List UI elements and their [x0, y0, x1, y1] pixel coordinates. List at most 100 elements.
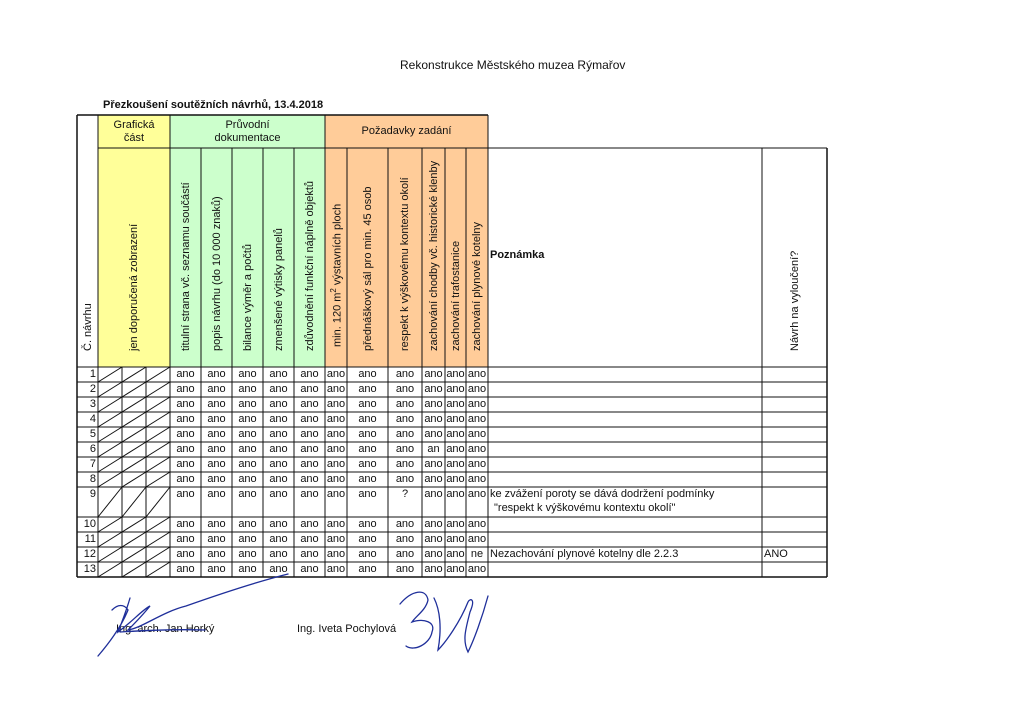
row-value: ano	[326, 548, 346, 560]
row-number: 3	[89, 398, 96, 410]
row-value: ano	[326, 518, 346, 530]
row-value: ano	[395, 518, 415, 530]
row-value: ano	[238, 383, 257, 395]
row-value: ano	[207, 473, 226, 485]
row-value: ano	[326, 473, 346, 485]
row-value: ano	[269, 548, 288, 560]
row-number: 10	[83, 518, 96, 530]
row-value: ano	[424, 398, 443, 410]
row-number: 5	[89, 428, 96, 440]
row-value: ano	[269, 383, 288, 395]
col-header-trafostanice: zachování trafostanice	[445, 148, 466, 367]
row-value: ano	[300, 443, 319, 455]
col-header-titulni: titulní strana vč. seznamu součástí	[170, 148, 201, 367]
row-value: ano	[207, 548, 226, 560]
grid-line	[121, 546, 147, 563]
row-value: ano	[176, 563, 195, 575]
row-value: ano	[238, 398, 257, 410]
row-value: ano	[238, 563, 257, 575]
row-value: ano	[300, 473, 319, 485]
row-value: ?	[401, 488, 409, 500]
row-value: ano	[467, 533, 487, 545]
row-value: ano	[300, 458, 319, 470]
row-number: 2	[89, 383, 96, 395]
row-note: Nezachování plynové kotelny dle 2.2.3	[490, 548, 679, 560]
row-value: ano	[238, 428, 257, 440]
row-value: ano	[424, 458, 443, 470]
row-value: ano	[467, 428, 487, 440]
row-value: ano	[358, 533, 377, 545]
row-value: ano	[238, 548, 257, 560]
row-value: ano	[358, 518, 377, 530]
row-value: ano	[446, 488, 465, 500]
grid-line	[145, 411, 171, 428]
row-number: 13	[83, 563, 96, 575]
row-value: ano	[358, 458, 377, 470]
row-value: ano	[358, 368, 377, 380]
col-header-kontext: respekt k výškovému kontextu okolí	[388, 148, 422, 367]
row-number: 1	[89, 368, 96, 380]
row-value: ano	[238, 443, 257, 455]
row-value: ano	[446, 398, 465, 410]
row-value: ano	[326, 443, 346, 455]
col-header-poznamka: Poznámka	[490, 248, 545, 261]
col-header-zmensene: zmenšené výtisky panelů	[263, 148, 294, 367]
row-value: ano	[269, 488, 288, 500]
row-value: ano	[424, 518, 443, 530]
grid-line	[121, 456, 147, 473]
grid-line	[121, 411, 147, 428]
document-subtitle: Přezkoušení soutěžních návrhů, 13.4.2018	[103, 99, 324, 111]
row-value: ano	[358, 443, 377, 455]
row-value: ano	[300, 563, 319, 575]
grid-line	[145, 516, 171, 533]
row-value: ano	[269, 398, 288, 410]
row-value: ano	[326, 458, 346, 470]
row-value: ano	[395, 533, 415, 545]
row-value: ano	[424, 488, 443, 500]
row-value: ano	[395, 473, 415, 485]
row-value: ano	[446, 548, 465, 560]
row-value: ano	[467, 398, 487, 410]
row-value: ano	[424, 548, 443, 560]
grid-line	[145, 396, 171, 413]
row-value: ano	[358, 563, 377, 575]
signature-right-name: Ing. Iveta Pochylová	[297, 623, 397, 635]
row-value: ano	[176, 458, 195, 470]
row-value: ano	[467, 383, 487, 395]
row-value: ano	[395, 413, 415, 425]
row-value: ano	[269, 428, 288, 440]
grid-line	[97, 426, 123, 443]
signature-right-mark	[399, 591, 489, 654]
grid-line	[97, 456, 123, 473]
row-value: ano	[300, 488, 319, 500]
row-value: ano	[176, 428, 195, 440]
row-value: ano	[446, 458, 465, 470]
col-header-sal: přednáškový sál pro min. 45 osob	[347, 148, 388, 367]
row-value: ano	[238, 458, 257, 470]
grid-line	[121, 441, 147, 458]
row-value: ano	[358, 473, 377, 485]
row-value: ano	[207, 383, 226, 395]
row-value: ano	[269, 368, 288, 380]
row-value: ano	[326, 368, 346, 380]
grid-line	[145, 546, 171, 563]
row-value: ano	[269, 443, 288, 455]
row-number: 6	[89, 443, 96, 455]
row-value: ano	[395, 458, 415, 470]
grid-line	[97, 396, 123, 413]
row-value: ano	[300, 413, 319, 425]
row-value: ano	[424, 383, 443, 395]
row-value: ano	[424, 413, 443, 425]
row-value: ano	[207, 488, 226, 500]
row-value: ano	[269, 473, 288, 485]
grid-line	[97, 561, 123, 578]
row-value: ano	[424, 368, 443, 380]
row-value: ano	[358, 548, 377, 560]
